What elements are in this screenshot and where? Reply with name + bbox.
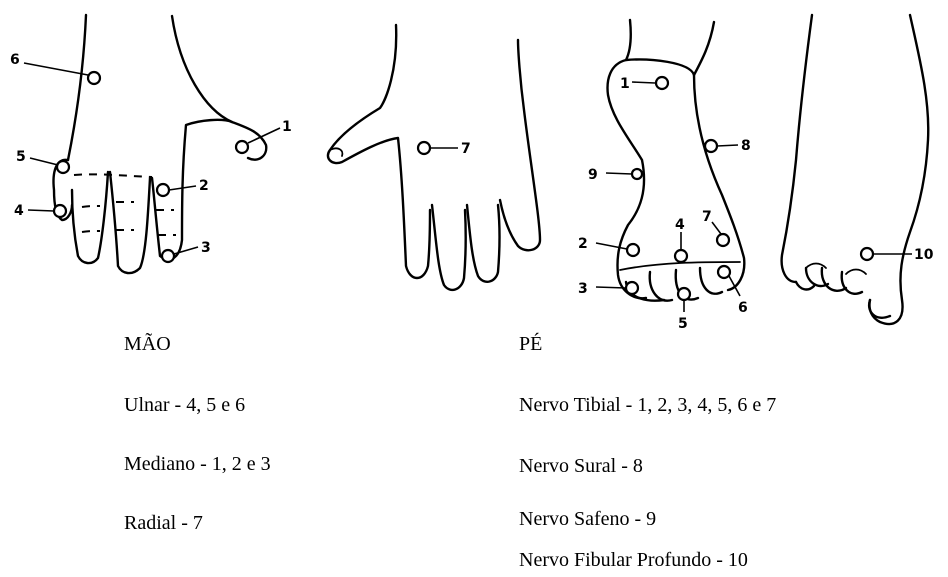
sole-of-foot-drawing: 1 2 3 4 5 6 7 8 9	[578, 20, 751, 332]
foot-point-4-label: 4	[675, 217, 685, 233]
foot-tibial-item: Nervo Tibial - 1, 2, 3, 4, 5, 6 e 7	[519, 394, 776, 417]
hand-mediano-item: Mediano - 1, 2 e 3	[124, 453, 271, 476]
hand-point-4-label: 4	[14, 203, 24, 219]
foot-point-7-label: 7	[702, 209, 712, 225]
hand-point-1-label: 1	[282, 119, 292, 135]
foot-point-3-label: 3	[578, 281, 588, 297]
hand-point-5-label: 5	[16, 149, 26, 165]
foot-point-9-label: 9	[588, 167, 598, 183]
hand-point-7-label: 7	[461, 141, 471, 157]
foot-heading: PÉ	[519, 333, 542, 356]
foot-point-6-label: 6	[738, 300, 748, 316]
hand-point-6-label: 6	[10, 52, 20, 68]
hand-heading: MÃO	[124, 333, 171, 356]
palm-of-hand-drawing: 1 2 3 4 5 6	[10, 15, 292, 273]
foot-point-2-label: 2	[578, 236, 588, 252]
hand-point-2-label: 2	[199, 178, 209, 194]
foot-point-8-label: 8	[741, 138, 751, 154]
foot-point-1-label: 1	[620, 76, 630, 92]
foot-sural-item: Nervo Sural - 8	[519, 455, 643, 478]
foot-safeno-item: Nervo Safeno - 9	[519, 508, 656, 531]
foot-point-10-label: 10	[914, 247, 934, 263]
hand-ulnar-item: Ulnar - 4, 5 e 6	[124, 394, 245, 417]
foot-fibular-item: Nervo Fibular Profundo - 10	[519, 549, 748, 572]
hand-point-3-label: 3	[201, 240, 211, 256]
back-of-hand-drawing: 7	[328, 25, 540, 290]
hand-radial-item: Radial - 7	[124, 512, 203, 535]
dorsum-of-foot-drawing: 10	[782, 15, 934, 324]
foot-point-5-label: 5	[678, 316, 688, 332]
